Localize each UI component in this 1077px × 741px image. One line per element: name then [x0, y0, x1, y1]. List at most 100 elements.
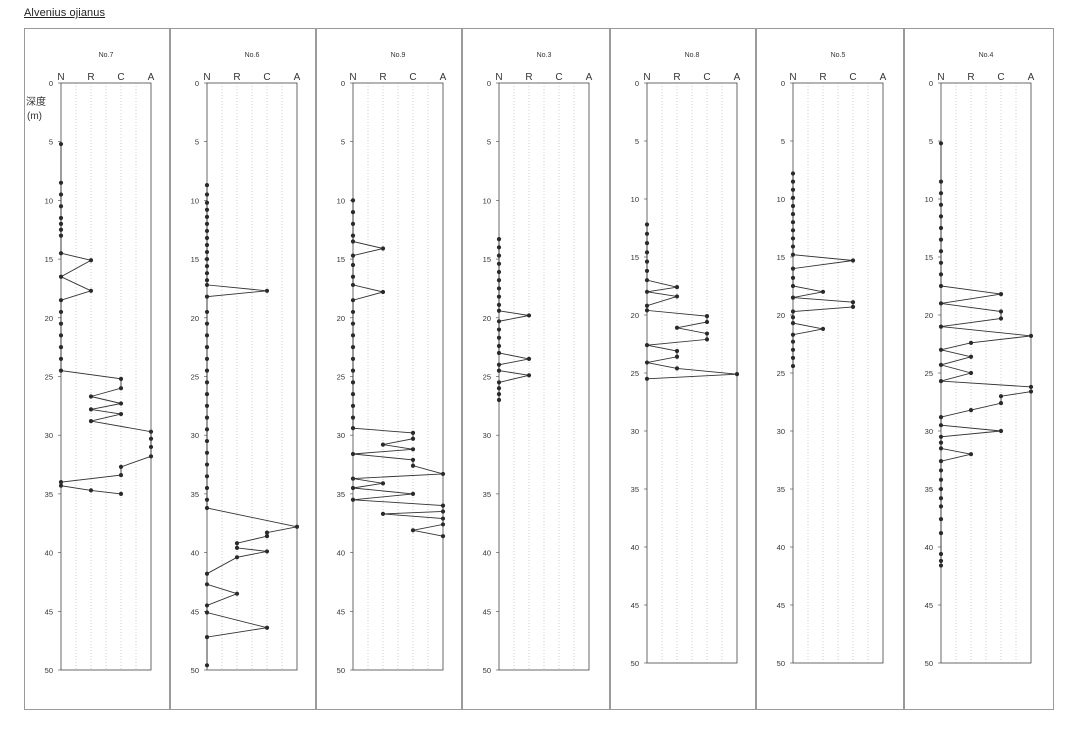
data-point	[496, 386, 502, 391]
category-label: C	[555, 72, 562, 83]
data-point	[938, 191, 944, 196]
data-point	[350, 309, 356, 315]
y-tick-label: 30	[631, 427, 639, 436]
well-label: No.7	[99, 52, 114, 59]
data-point	[118, 491, 124, 496]
y-tick-label: 20	[191, 314, 199, 323]
data-point	[204, 207, 210, 212]
data-point	[350, 356, 356, 361]
data-point	[496, 253, 502, 258]
data-point	[234, 555, 240, 560]
data-point	[998, 309, 1004, 314]
data-point	[350, 403, 356, 408]
data-point	[350, 476, 356, 481]
data-point	[204, 235, 210, 241]
data-point	[790, 171, 796, 176]
data-point	[938, 214, 944, 219]
data-point	[350, 321, 356, 326]
y-tick-label: 20	[925, 311, 933, 320]
y-tick-label: 40	[777, 543, 785, 552]
data-point	[204, 403, 210, 408]
data-point	[938, 141, 944, 146]
category-label: C	[703, 72, 710, 83]
data-point	[938, 237, 944, 242]
data-point	[938, 517, 944, 522]
abundance-series-line	[646, 224, 738, 380]
data-point	[350, 253, 356, 258]
data-point	[204, 497, 210, 502]
data-point	[440, 471, 446, 477]
data-point	[1028, 389, 1034, 394]
data-point	[790, 211, 796, 217]
data-point	[118, 376, 124, 381]
data-point	[496, 343, 502, 349]
data-point	[204, 278, 210, 283]
data-point	[674, 285, 680, 290]
y-tick-label: 5	[781, 137, 785, 146]
data-point	[204, 610, 210, 615]
data-point	[938, 301, 944, 306]
data-point	[204, 427, 210, 432]
y-tick-label: 50	[191, 666, 199, 675]
data-point	[234, 545, 240, 551]
data-point	[58, 298, 64, 303]
data-point	[350, 210, 356, 215]
data-point	[938, 202, 944, 207]
data-point	[704, 331, 710, 336]
well-label: No.5	[831, 52, 846, 59]
category-label: C	[997, 72, 1004, 83]
data-point	[58, 345, 64, 350]
category-label: A	[586, 72, 593, 83]
data-point	[644, 376, 650, 381]
data-point	[938, 558, 944, 564]
data-point	[968, 340, 974, 345]
data-point	[204, 192, 210, 197]
data-point	[790, 309, 796, 314]
data-point	[118, 473, 124, 478]
data-point	[204, 356, 210, 361]
data-point	[938, 504, 944, 509]
category-label: C	[117, 72, 124, 83]
data-point	[496, 368, 502, 373]
data-point	[496, 308, 502, 313]
data-point	[58, 333, 64, 338]
data-point	[938, 414, 944, 420]
data-point	[968, 354, 974, 359]
data-point	[350, 485, 356, 491]
data-point	[1028, 384, 1034, 390]
data-point	[790, 220, 796, 225]
data-point	[118, 411, 124, 417]
data-point	[790, 347, 796, 352]
data-point	[938, 225, 944, 231]
abundance-series-line	[60, 144, 152, 495]
y-tick-label: 50	[337, 666, 345, 675]
y-tick-label: 0	[781, 79, 785, 88]
y-tick-label: 40	[631, 543, 639, 552]
category-label: R	[233, 72, 240, 83]
data-point	[204, 505, 210, 511]
data-point	[204, 264, 210, 269]
data-point	[204, 392, 210, 397]
data-point	[350, 282, 356, 288]
y-tick-label: 0	[49, 79, 53, 88]
y-tick-label: 15	[45, 255, 53, 264]
y-tick-label: 40	[45, 549, 53, 558]
data-point	[58, 141, 64, 147]
data-point	[350, 415, 356, 420]
data-point	[938, 179, 944, 184]
data-point	[350, 380, 356, 385]
data-point	[644, 303, 650, 308]
data-point	[496, 392, 502, 397]
data-point	[204, 663, 210, 668]
data-point	[350, 497, 356, 502]
data-point	[496, 269, 502, 275]
data-point	[58, 480, 64, 485]
data-point	[380, 246, 386, 251]
data-point	[850, 300, 856, 305]
data-point	[790, 355, 796, 361]
data-point	[204, 474, 210, 479]
data-point	[440, 516, 446, 521]
